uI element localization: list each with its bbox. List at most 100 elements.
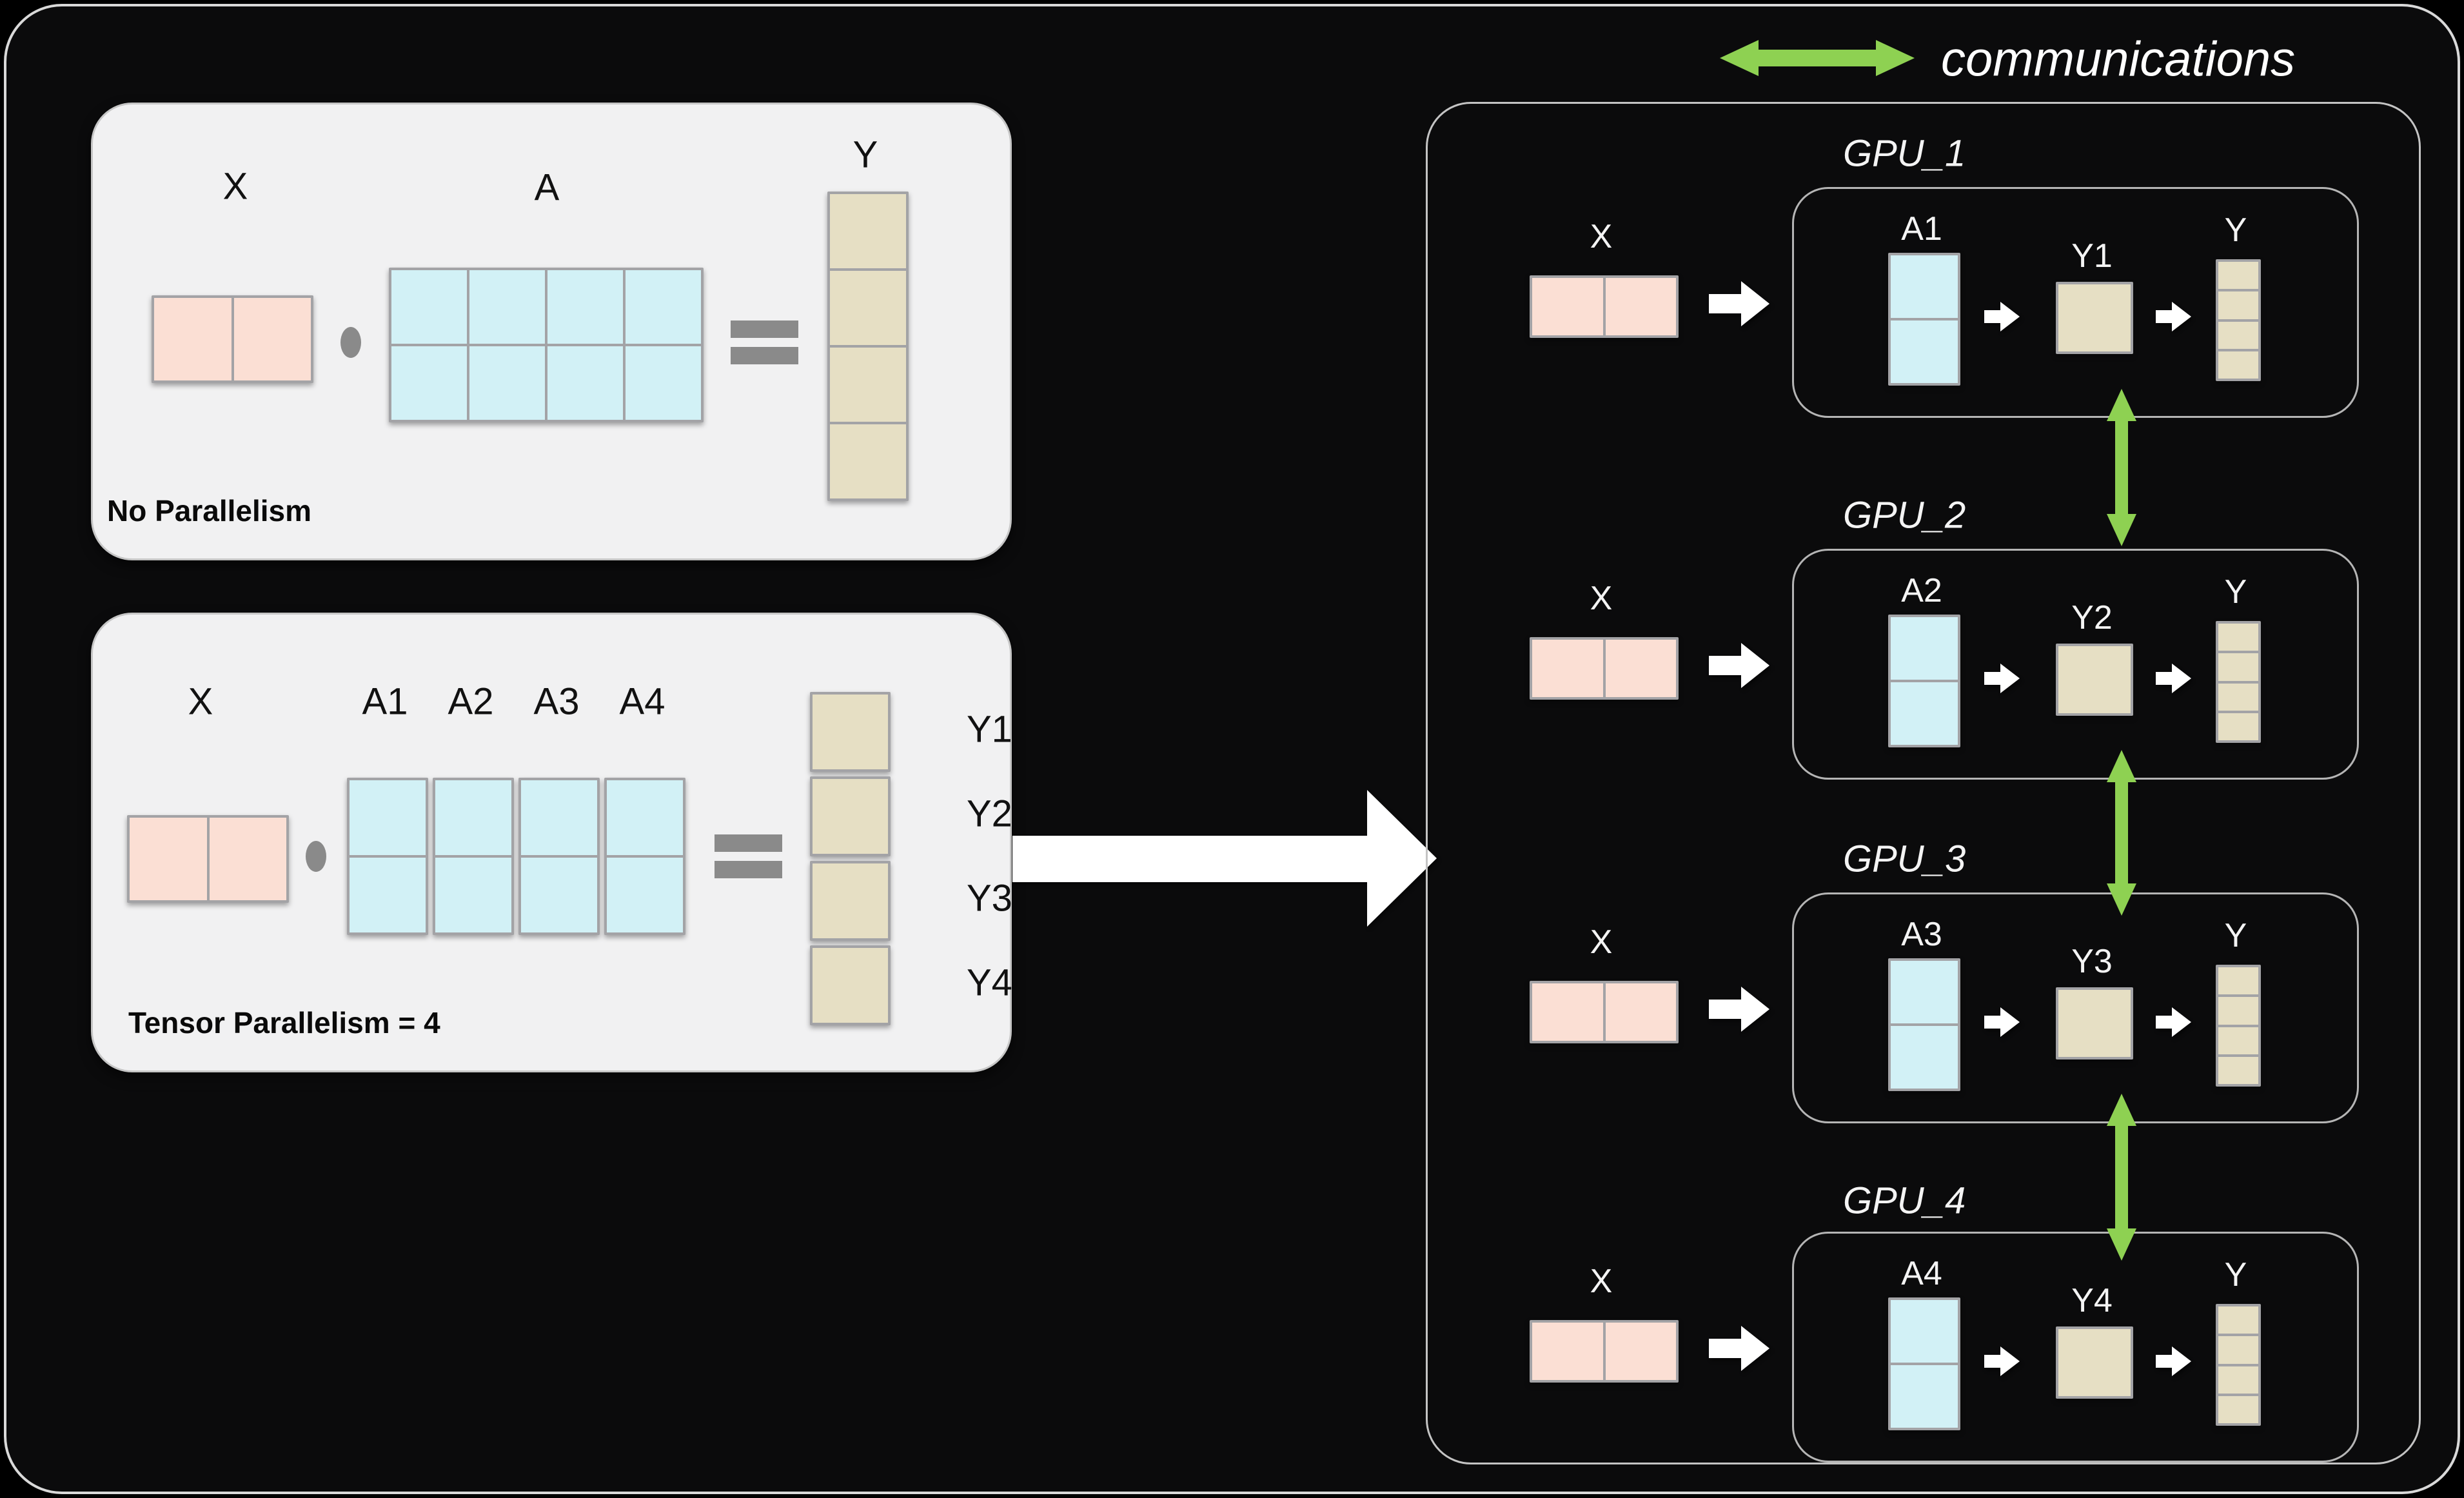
matrix-cell: [2218, 1366, 2258, 1394]
matrix-cell: [830, 348, 906, 422]
matrix-cell: [2218, 713, 2258, 740]
x-matrix: [1530, 981, 1679, 1043]
y-partial-label: Y1: [2071, 237, 2113, 275]
x-matrix: [1530, 275, 1679, 338]
matrix-cell: [233, 298, 311, 380]
panel-tensor-parallelism: X A1 A2 A3 A4: [91, 613, 1012, 1072]
matrix-cell: [469, 346, 545, 420]
gpu-row-2: GPU_2 X A2 Y2 Y: [0, 495, 2464, 781]
a1-label: A1: [362, 680, 408, 723]
a-label: A2: [1901, 572, 1942, 609]
y-partial-label: Y2: [2071, 599, 2113, 636]
y-partial-block: [2056, 644, 2133, 716]
x-label: X: [1590, 218, 1613, 255]
y-partial-block: [2056, 1326, 2133, 1399]
matrix-cell: [1605, 1323, 1676, 1380]
a2-column-matrix: [433, 778, 514, 935]
gpu-box: [1792, 1232, 2359, 1463]
y-partial-label: Y4: [2071, 1282, 2113, 1319]
gpu-title: GPU_2: [1843, 494, 1966, 537]
matrix-cell: [2058, 1329, 2131, 1396]
x-matrix: [127, 815, 289, 903]
matrix-cell: [1532, 983, 1603, 1041]
gpu-title: GPU_4: [1843, 1179, 1966, 1222]
matrix-cell: [1891, 1365, 1958, 1428]
matrix-cell: [2218, 683, 2258, 711]
matrix-cell: [2218, 967, 2258, 995]
x-label: X: [1590, 580, 1613, 617]
matrix-cell: [2058, 990, 2131, 1057]
matrix-cell: [813, 948, 888, 1023]
matrix-cell: [1891, 1026, 1958, 1089]
matrix-cell: [391, 346, 467, 420]
matrix-cell: [1605, 983, 1676, 1041]
x-label: X: [222, 165, 248, 208]
a-column-matrix: [1888, 253, 1960, 386]
matrix-cell: [1532, 1323, 1603, 1380]
y1-label: Y1: [967, 708, 1012, 751]
a-column-matrix: [1888, 958, 1960, 1091]
y-label: Y: [853, 133, 878, 176]
matrix-cell: [1891, 1300, 1958, 1363]
matrix-cell: [521, 858, 597, 932]
y-label: Y: [2224, 1256, 2247, 1294]
matrix-cell: [469, 270, 545, 344]
matrix-cell: [2218, 997, 2258, 1025]
a3-column-matrix: [518, 778, 600, 935]
matrix-cell: [607, 780, 683, 855]
a-label: A4: [1901, 1255, 1942, 1292]
matrix-cell: [154, 298, 232, 380]
matrix-cell: [2218, 291, 2258, 319]
gpu-cluster-box: [1426, 102, 2421, 1464]
y4-label: Y4: [967, 961, 1012, 1004]
y-matrix: [2216, 1304, 2261, 1426]
panel-caption: Tensor Parallelism = 4: [128, 1006, 440, 1040]
matrix-cell: [2218, 1306, 2258, 1334]
panel-no-parallelism: X A Y No Parallelism: [91, 103, 1012, 560]
a-label: A: [534, 166, 560, 209]
gpu-row-1: GPU_1 X A1 Y1 Y: [0, 133, 2464, 419]
a1-column-matrix: [347, 778, 428, 935]
matrix-cell: [1532, 278, 1603, 335]
x-matrix: [1530, 1320, 1679, 1383]
matrix-cell: [2218, 321, 2258, 349]
matrix-cell: [1605, 640, 1676, 697]
gpu-box: [1792, 187, 2359, 418]
dot-operator-icon: [340, 327, 361, 358]
matrix-cell: [2218, 1056, 2258, 1084]
gpu-row-3: GPU_3 X A3 Y3 Y: [0, 838, 2464, 1125]
matrix-cell: [626, 270, 701, 344]
matrix-cell: [2058, 284, 2131, 351]
y-partial-block: [2056, 282, 2133, 354]
matrix-cell: [435, 858, 511, 932]
matrix-cell: [2218, 653, 2258, 681]
a-column-matrix: [1888, 1297, 1960, 1430]
y-matrix: [2216, 621, 2261, 743]
y1-block: [810, 692, 891, 772]
gpu-title: GPU_1: [1843, 132, 1966, 175]
matrix-cell: [607, 858, 683, 932]
matrix-cell: [130, 818, 207, 900]
y-matrix: [2216, 259, 2261, 381]
a-label: A1: [1901, 210, 1942, 248]
y3-block: [810, 861, 891, 941]
gpu-row-4: GPU_4 X A4 Y4 Y: [0, 1180, 2464, 1464]
matrix-cell: [626, 346, 701, 420]
matrix-cell: [2058, 646, 2131, 713]
gpu-box: [1792, 549, 2359, 780]
dot-operator-icon: [306, 841, 326, 872]
a3-label: A3: [533, 680, 580, 723]
a-label: A3: [1901, 916, 1942, 953]
y-matrix: [2216, 965, 2261, 1087]
matrix-cell: [547, 346, 623, 420]
matrix-cell: [830, 271, 906, 345]
matrix-cell: [1605, 278, 1676, 335]
x-label: X: [1590, 923, 1613, 961]
matrix-cell: [350, 858, 426, 932]
y-partial-block: [2056, 987, 2133, 1059]
a-column-matrix: [1888, 615, 1960, 747]
matrix-cell: [435, 780, 511, 855]
matrix-cell: [813, 863, 888, 938]
x-label: X: [188, 680, 213, 723]
